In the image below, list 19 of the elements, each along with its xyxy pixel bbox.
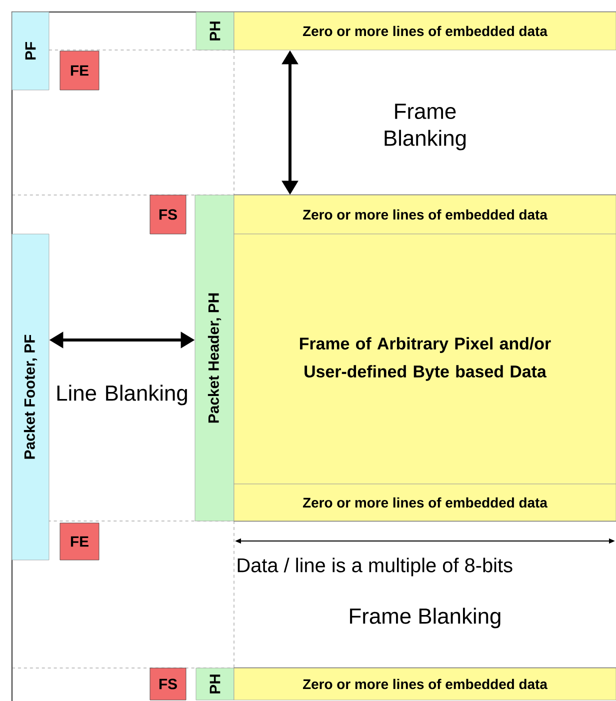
node-label: Frame of Arbitrary Pixel and/or User-defined Byte based Data (300, 337, 551, 381)
frame-marker-box: FS (150, 194, 186, 234)
embedded-data-band: Zero or more lines of embedded data (234, 194, 616, 234)
dimension-label: Data / line is a multiple of 8-bits (238, 558, 512, 576)
frame-marker-box: FE (60, 522, 100, 560)
frame-marker-box: FS (150, 668, 186, 700)
packet-header-bar: PH (196, 668, 234, 700)
embedded-data-band: Zero or more lines of embedded data (234, 12, 616, 50)
region-label: Frame Blanking (350, 608, 500, 628)
embedded-data-band: Zero or more lines of embedded data (234, 484, 616, 522)
frame-marker-box: FE (60, 50, 100, 90)
edge-label: Line Blanking (57, 384, 187, 406)
edge-label: Frame Blanking (384, 104, 466, 150)
packet-header-bar: PH (196, 12, 234, 50)
packet-header-bar: Packet Header, PH (194, 194, 234, 522)
embedded-data-band: Zero or more lines of embedded data (234, 668, 616, 700)
node-label: Zero or more lines of embedded data (302, 209, 548, 220)
packet-footer-bar: Packet Footer, PF (12, 234, 50, 560)
packet-footer-bar: PF (12, 12, 50, 90)
